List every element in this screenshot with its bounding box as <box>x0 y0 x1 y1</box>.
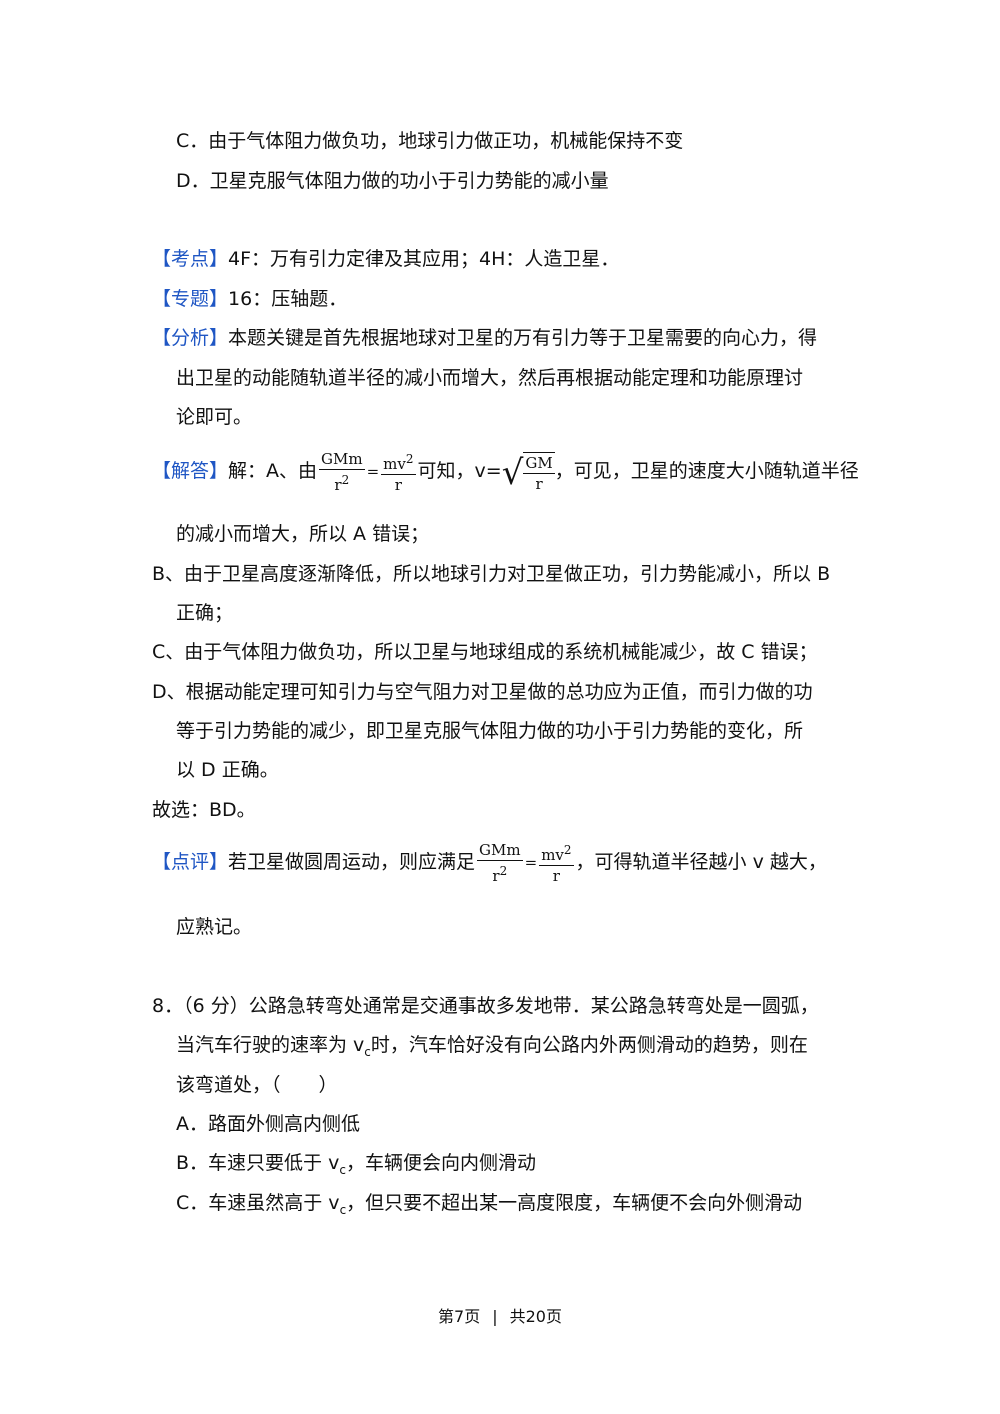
kaodian-text: 4F：万有引力定律及其应用；4H：人造卫星． <box>228 248 620 270</box>
fenxi-line-2: 出卫星的动能随轨道半径的减小而增大，然后再根据动能定理和功能原理讨 <box>176 367 804 389</box>
jieda-c-line: C、由于气体阻力做负功，所以卫星与地球组成的系统机械能减少，故 C 错误； <box>152 641 818 663</box>
footer-total-pages: 共20页 <box>509 1307 562 1326</box>
fraction-denominator: r2 <box>334 472 350 494</box>
fraction-numerator: mv2 <box>539 840 574 866</box>
dianping-line-2: 应熟记。 <box>176 916 253 938</box>
fenxi-line-3: 论即可。 <box>176 406 253 428</box>
jieda-b-line-1: B、由于卫星高度逐渐降低，所以地球引力对卫星做正功，引力势能减小，所以 B <box>152 563 831 585</box>
equals-sign: = <box>366 462 380 481</box>
fraction-numerator: GMm <box>477 840 523 861</box>
jieda-line-2: 的减小而增大，所以 A 错误； <box>176 523 430 545</box>
jieda-mid: 可知，v= <box>417 460 502 482</box>
page-footer: 第7页 | 共20页 <box>0 1306 1000 1328</box>
kaodian-line: 【考点】4F：万有引力定律及其应用；4H：人造卫星． <box>152 247 619 271</box>
answer-line: 故选：BD。 <box>152 799 256 821</box>
dianping-suffix: ，可得轨道半径越小 v 越大， <box>575 851 827 873</box>
fraction-numerator: mv2 <box>381 449 416 475</box>
q8-option-b: B．车速只要低于 vc，车辆便会向内侧滑动 <box>176 1152 536 1177</box>
zhuanti-line: 【专题】16：压轴题． <box>152 287 347 311</box>
kaodian-tag: 【考点】 <box>152 248 229 270</box>
zhuanti-tag: 【专题】 <box>152 288 229 310</box>
jieda-d-line-2: 等于引力势能的减少，即卫星克服气体阻力做的功小于引力势能的变化，所 <box>176 720 804 742</box>
jieda-tag: 【解答】 <box>152 460 229 482</box>
q8-line-1: 8．（6 分）公路急转弯处通常是交通事故多发地带．某公路急转弯处是一圆弧， <box>152 995 819 1017</box>
equals-sign: = <box>524 853 538 872</box>
footer-page-number: 第7页 <box>438 1307 481 1326</box>
jieda-prefix: 解：A、由 <box>228 460 318 482</box>
fenxi-tag: 【分析】 <box>152 327 229 349</box>
jieda-d-line-3: 以 D 正确。 <box>176 759 279 781</box>
jieda-b-line-2: 正确； <box>176 602 234 624</box>
q8-line-3: 该弯道处，（ ） <box>176 1074 338 1096</box>
footer-separator: | <box>492 1307 498 1326</box>
fenxi-text-1: 本题关键是首先根据地球对卫星的万有引力等于卫星需要的向心力，得 <box>228 327 818 349</box>
fraction-denominator: r <box>394 475 402 494</box>
dianping-tag: 【点评】 <box>152 851 229 873</box>
prev-option-c: C．由于气体阻力做负功，地球引力做正功，机械能保持不变 <box>176 130 684 152</box>
q8-option-c: C．车速虽然高于 vc，但只要不超出某一高度限度，车辆便不会向外侧滑动 <box>176 1192 803 1217</box>
dianping-prefix: 若卫星做圆周运动，则应满足 <box>228 851 476 873</box>
fraction-numerator: GMm <box>319 449 365 470</box>
fenxi-line-1: 【分析】本题关键是首先根据地球对卫星的万有引力等于卫星需要的向心力，得 <box>152 326 817 350</box>
radical-icon: √ <box>501 452 524 493</box>
prev-option-d: D．卫星克服气体阻力做的功小于引力势能的减小量 <box>176 170 609 192</box>
fraction-denominator: r2 <box>492 863 508 885</box>
fraction-denominator: r <box>552 866 560 885</box>
zhuanti-text: 16：压轴题． <box>228 288 348 310</box>
jieda-suffix: ，可见，卫星的速度大小随轨道半径 <box>554 460 859 482</box>
jieda-d-line-1: D、根据动能定理可知引力与空气阻力对卫星做的总功应为正值，而引力做的功 <box>152 681 813 703</box>
q8-line-2: 当汽车行驶的速率为 vc时，汽车恰好没有向公路内外两侧滑动的趋势，则在 <box>176 1034 808 1059</box>
q8-option-a: A．路面外侧高内侧低 <box>176 1113 360 1135</box>
